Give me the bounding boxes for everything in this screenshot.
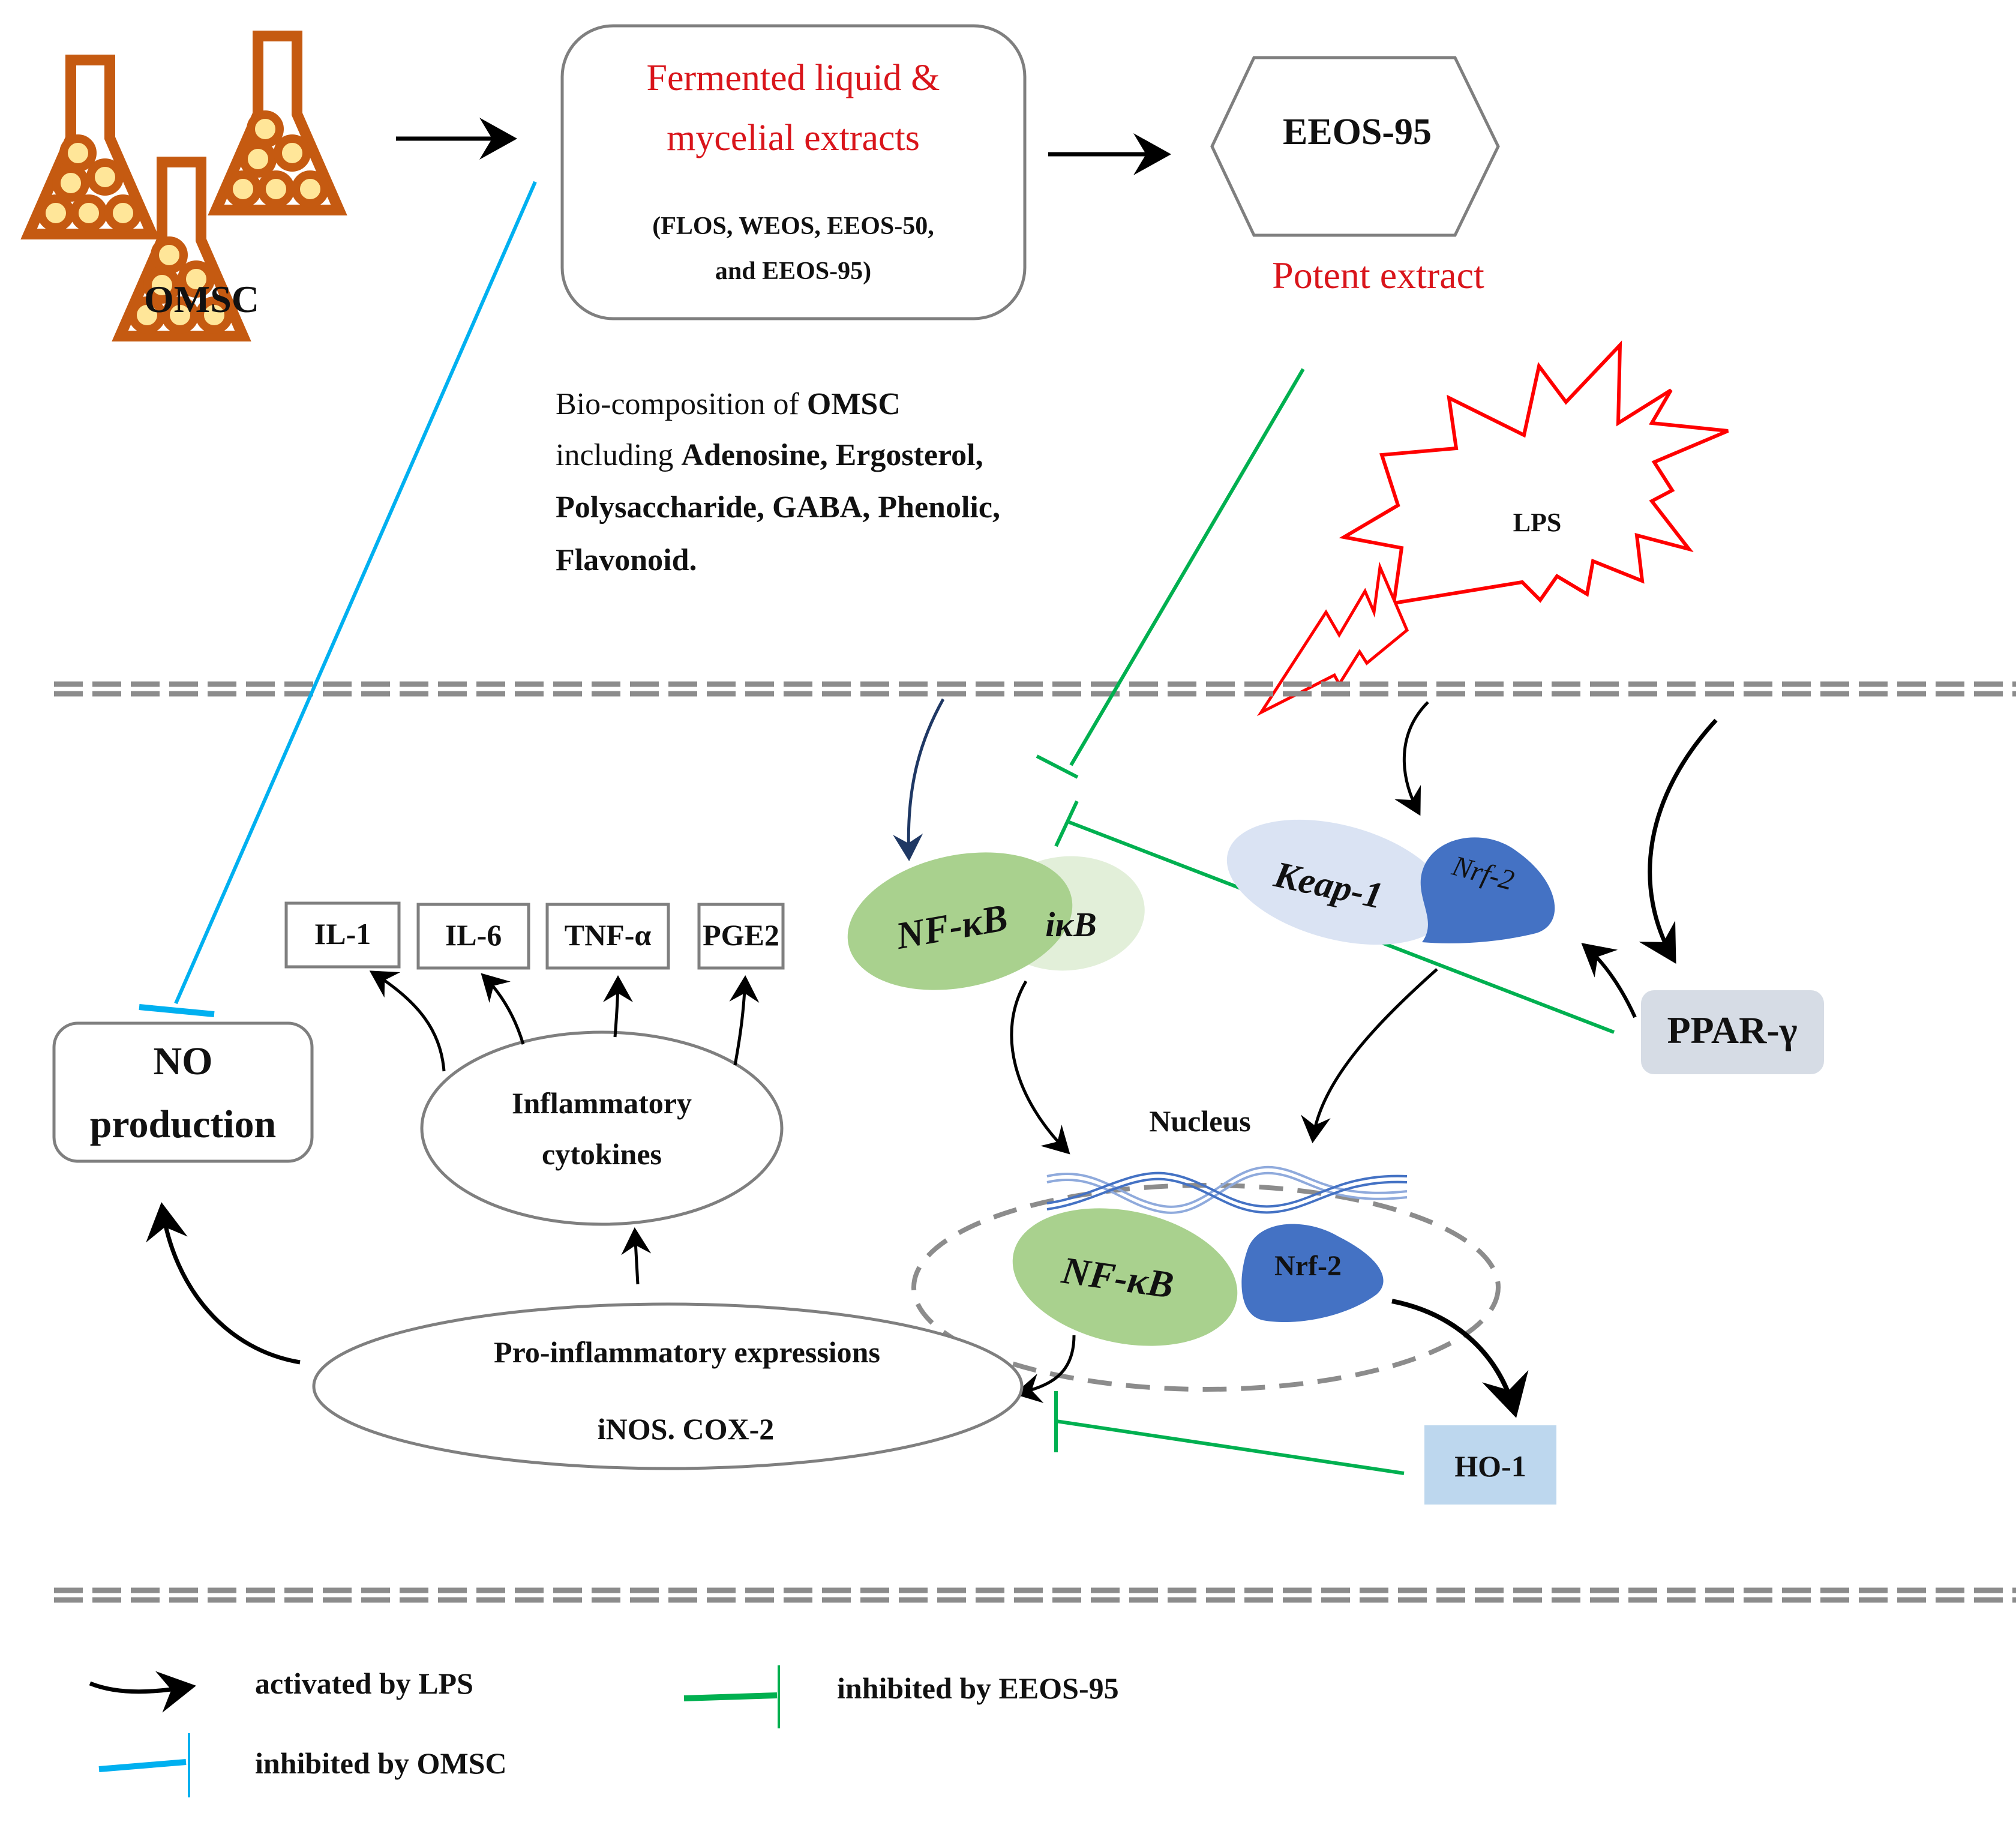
nucleus-nrf2-label: Nrf-2 — [1274, 1250, 1342, 1282]
cytokine-label: PGE2 — [703, 918, 779, 952]
bio-line2-normal: including — [556, 438, 681, 472]
bio-line3: Polysaccharide, GABA, Phenolic, — [556, 490, 1000, 525]
arrow-to-pge2 — [729, 975, 760, 1066]
bio-line1-normal: Bio-composition of — [556, 387, 807, 421]
black-arrow-icon — [89, 1671, 196, 1713]
legend-item-activated: activated by LPS — [89, 1667, 473, 1713]
cell-membrane-divider — [54, 681, 2016, 697]
extracts-title-line2: mycelial extracts — [667, 118, 920, 158]
green-inhibition-icon — [683, 1692, 778, 1701]
eeos95-label: EEOS-95 — [1283, 112, 1432, 152]
nfkb-ikb-complex: NF-κB iκB — [847, 852, 1145, 990]
arrow-to-no-production — [146, 1202, 301, 1365]
inflammatory-line2: cytokines — [542, 1137, 662, 1171]
flask-icon — [29, 60, 152, 234]
extracts-sub-line2: and EEOS-95) — [715, 257, 871, 285]
extracts-sub-line1: (FLOS, WEOS, EEOS-50, — [652, 212, 934, 240]
svg-text:Bio-composition of OMSC: Bio-composition of OMSC — [556, 387, 901, 421]
legend: activated by LPS inhibited by EEOS-95 in… — [89, 1665, 1119, 1797]
arrow-ppar-to-nrf2 — [1581, 943, 1637, 1018]
ppar-label: PPAR-γ — [1667, 1009, 1797, 1051]
cytokine-label: TNF-α — [565, 918, 652, 952]
bio-line4: Flavonoid. — [556, 543, 697, 577]
ho1-inhibition-line — [1054, 1391, 1405, 1475]
arrow-to-tnf — [602, 975, 633, 1038]
lps-label: LPS — [1513, 508, 1562, 537]
arrow-nfkb-to-proinflammatory — [1014, 1335, 1076, 1403]
arrow-to-nfkb-complex — [893, 698, 945, 861]
legend-divider — [54, 1587, 2016, 1603]
extracts-title-line1: Fermented liquid & — [646, 58, 940, 98]
legend-label: inhibited by EEOS-95 — [837, 1671, 1119, 1705]
cytokine-label: IL-6 — [445, 918, 502, 952]
arrow-nrf2-to-ho1 — [1391, 1299, 1529, 1418]
cytokine-box-tnf: TNF-α — [545, 903, 670, 970]
arrow-to-inflammatory-cytokines — [621, 1227, 652, 1285]
cytokine-label: IL-1 — [314, 917, 371, 951]
cytokine-boxes: IL-1 IL-6 TNF-α PGE2 — [284, 901, 785, 970]
legend-item-omsc: inhibited by OMSC — [98, 1733, 507, 1797]
extracts-box: Fermented liquid & mycelial extracts (FL… — [560, 24, 1027, 320]
cytokine-box-pge2: PGE2 — [697, 903, 785, 970]
proinflammatory-expressions: Pro-inflammatory expressions iNOS. COX-2 — [312, 1302, 1024, 1470]
omsc-label: OMSC — [144, 278, 259, 320]
arrow-to-il1 — [369, 970, 446, 1072]
proinflam-line2: iNOS. COX-2 — [598, 1412, 774, 1446]
arrow-to-il6 — [481, 973, 525, 1045]
bio-line2-bold: Adenosine, Ergosterol, — [681, 438, 983, 472]
omsc-inhibition-line — [139, 181, 537, 1017]
proinflam-line1: Pro-inflammatory expressions — [494, 1335, 880, 1369]
no-line2: production — [90, 1102, 277, 1146]
bio-composition-text: Bio-composition of OMSC including Adenos… — [556, 387, 1000, 577]
cytokine-box-il6: IL-6 — [416, 903, 530, 970]
potent-extract-caption: Potent extract — [1272, 254, 1484, 296]
arrow-nfkb-to-nucleus — [1010, 980, 1070, 1155]
blue-inhibition-icon — [98, 1759, 187, 1772]
flask-icon — [216, 36, 339, 210]
arrow-lps-to-ppar — [1639, 718, 1718, 964]
bio-line1-bold: OMSC — [807, 387, 901, 421]
legend-label: inhibited by OMSC — [255, 1746, 507, 1780]
nucleus: Nucleus NF-κB Nrf-2 — [911, 1104, 1501, 1392]
lightning-bolt-icon — [1256, 561, 1409, 717]
ho1-label: HO-1 — [1454, 1449, 1526, 1483]
legend-label: activated by LPS — [255, 1667, 473, 1700]
inflammatory-cytokines: Inflammatory cytokines — [420, 1030, 784, 1226]
no-production-box: NO production — [52, 1021, 314, 1163]
arrow-lps-to-keap1 — [1394, 701, 1429, 816]
cytokine-box-il1: IL-1 — [284, 901, 401, 969]
legend-item-eeos95: inhibited by EEOS-95 — [683, 1665, 1119, 1728]
ho1-box: HO-1 — [1424, 1425, 1556, 1505]
dna-helix-icon — [1046, 1165, 1408, 1214]
lps-burst: LPS — [1339, 340, 1729, 606]
svg-text:including Adenosine, Ergostero: including Adenosine, Ergosterol, — [556, 438, 983, 472]
nucleus-label: Nucleus — [1149, 1104, 1250, 1138]
inflammatory-line1: Inflammatory — [512, 1086, 692, 1120]
arrow-nrf2-to-nucleus — [1300, 968, 1438, 1143]
eeos95-hexagon: EEOS-95 — [1210, 56, 1500, 237]
ikb-label: iκB — [1045, 905, 1097, 944]
ppar-gamma-box: PPAR-γ — [1641, 990, 1824, 1074]
no-line1: NO — [154, 1039, 213, 1083]
eeos95-inhibition-line-nfkb — [1036, 368, 1305, 779]
keap1-nrf2-complex: Keap-1 Nrf-2 — [1226, 819, 1555, 945]
